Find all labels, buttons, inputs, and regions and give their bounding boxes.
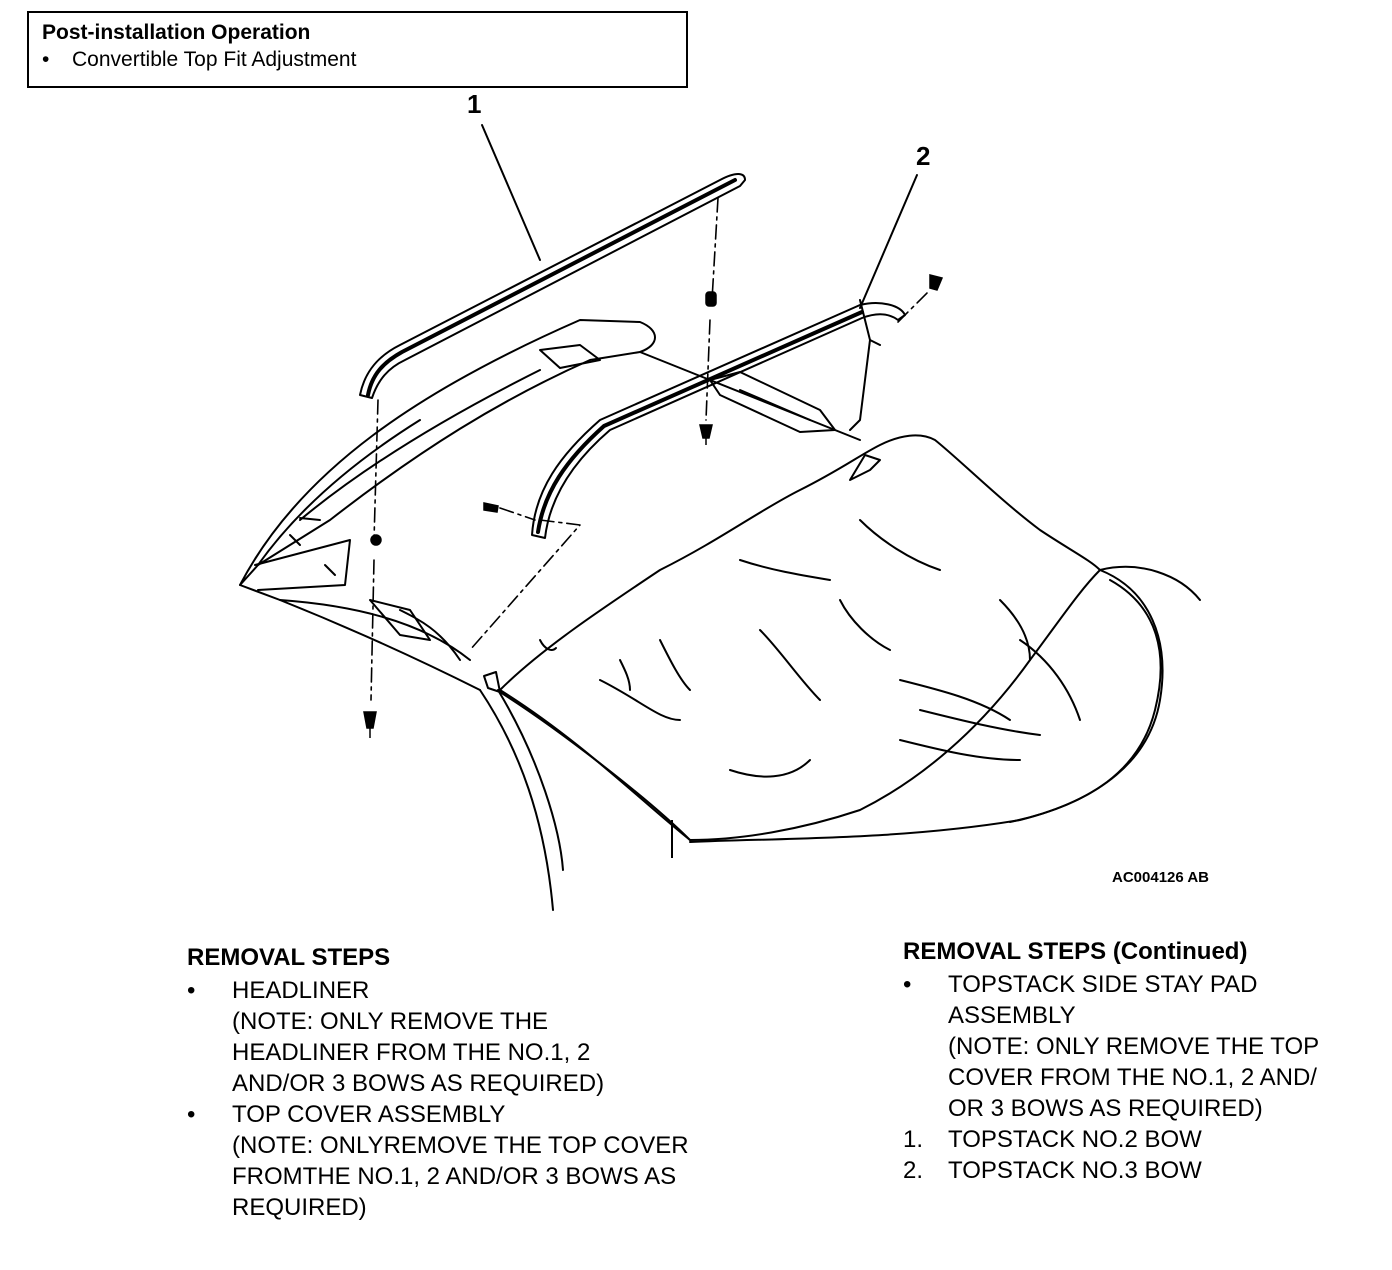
screws	[363, 274, 944, 858]
post-installation-title: Post-installation Operation	[42, 21, 311, 44]
no3-bow	[531, 302, 906, 539]
list-item: 2. TOPSTACK NO.3 BOW	[903, 1155, 1373, 1186]
list-item-text: TOP COVER ASSEMBLY (NOTE: ONLYREMOVE THE…	[232, 1101, 689, 1221]
screw-icon	[699, 424, 713, 445]
list-item: • TOP COVER ASSEMBLY (NOTE: ONLYREMOVE T…	[187, 1099, 787, 1223]
list-item-text: HEADLINER (NOTE: ONLY REMOVE THE HEADLIN…	[232, 977, 605, 1097]
bullet-icon: •	[903, 971, 912, 998]
list-number: 2.	[903, 1157, 924, 1184]
post-installation-item-label: Convertible Top Fit Adjustment	[72, 48, 357, 71]
figure-code: AC004126 AB	[1112, 869, 1209, 886]
removal-steps-continued: REMOVAL STEPS (Continued) • TOPSTACK SID…	[903, 936, 1373, 1186]
windshield-header-frame	[239, 319, 656, 691]
screw-icon	[370, 534, 382, 546]
list-item-text: TOPSTACK SIDE STAY PAD ASSEMBLY (NOTE: O…	[948, 971, 1320, 1122]
assembly-lines	[370, 197, 931, 701]
list-item-text: TOPSTACK NO.2 BOW	[948, 1126, 1202, 1153]
bullet-icon: •	[42, 48, 50, 71]
list-item-text: TOPSTACK NO.3 BOW	[948, 1157, 1202, 1184]
removal-steps-continued-heading: REMOVAL STEPS (Continued)	[903, 938, 1248, 965]
screw-icon	[705, 291, 717, 307]
screw-icon	[483, 502, 499, 513]
screw-icon	[363, 711, 377, 738]
list-item: • HEADLINER (NOTE: ONLY REMOVE THE HEADL…	[187, 975, 787, 1099]
list-item: 1. TOPSTACK NO.2 BOW	[903, 1124, 1373, 1155]
top-cover-fabric	[483, 434, 1201, 843]
screw-icon	[929, 274, 944, 291]
callout-1: 1	[467, 89, 481, 119]
removal-steps-heading: REMOVAL STEPS	[187, 944, 391, 971]
post-installation-item: • Convertible Top Fit Adjustment	[42, 46, 673, 74]
rear-deck	[639, 299, 881, 441]
list-number: 1.	[903, 1126, 924, 1153]
removal-steps: REMOVAL STEPS • HEADLINER (NOTE: ONLY RE…	[187, 942, 787, 1223]
a-pillar-edge	[479, 689, 564, 911]
callout-2-leader	[859, 174, 918, 309]
callout-2: 2	[916, 141, 930, 171]
post-installation-box: Post-installation Operation • Convertibl…	[27, 11, 688, 88]
callout-1-leader	[481, 124, 541, 261]
list-item: • TOPSTACK SIDE STAY PAD ASSEMBLY (NOTE:…	[903, 969, 1373, 1124]
no2-bow	[359, 173, 746, 399]
bullet-icon: •	[187, 977, 196, 1004]
convertible-top-diagram: 1 2	[239, 89, 1201, 911]
bullet-icon: •	[187, 1101, 196, 1128]
